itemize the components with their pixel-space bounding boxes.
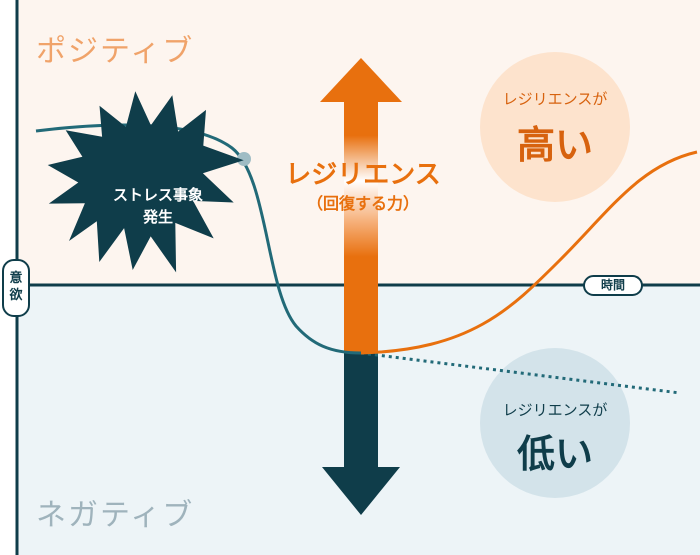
low-resilience-label: レジリエンスが xyxy=(502,401,608,419)
stress-event-burst xyxy=(47,91,244,273)
resilience-subtitle: （回復する力） xyxy=(306,194,419,213)
positive-zone-label: ポジティブ xyxy=(36,34,195,69)
resilience-title: レジリエンス xyxy=(285,160,441,190)
motivation-axis-char2: 欲 xyxy=(9,288,23,303)
low-resilience-value: 低い xyxy=(516,432,593,476)
stress-event-text: ストレス事象 発生 xyxy=(94,184,222,228)
high-resilience-label: レジリエンスが xyxy=(502,90,608,108)
stress-event-point xyxy=(237,152,251,166)
time-axis-label: 時間 xyxy=(583,275,643,296)
motivation-axis-char1: 意 xyxy=(9,271,23,286)
negative-zone-label: ネガティブ xyxy=(36,498,195,533)
low-resilience-circle xyxy=(480,348,630,498)
resilience-arrow-shaft xyxy=(344,100,378,353)
decline-arrow-shaft xyxy=(344,353,378,468)
stress-event-line1: ストレス事象 xyxy=(112,186,203,204)
motivation-axis-label: 意 欲 xyxy=(2,259,30,317)
recovery-curve xyxy=(360,150,698,355)
high-resilience-value: 高い xyxy=(516,123,593,167)
high-resilience-circle xyxy=(480,52,630,202)
resilience-arrow-up-head xyxy=(320,58,402,102)
low-resilience-curve xyxy=(360,351,681,395)
stress-event-line2: 発生 xyxy=(142,208,173,226)
decline-arrow-down-head xyxy=(322,467,400,515)
